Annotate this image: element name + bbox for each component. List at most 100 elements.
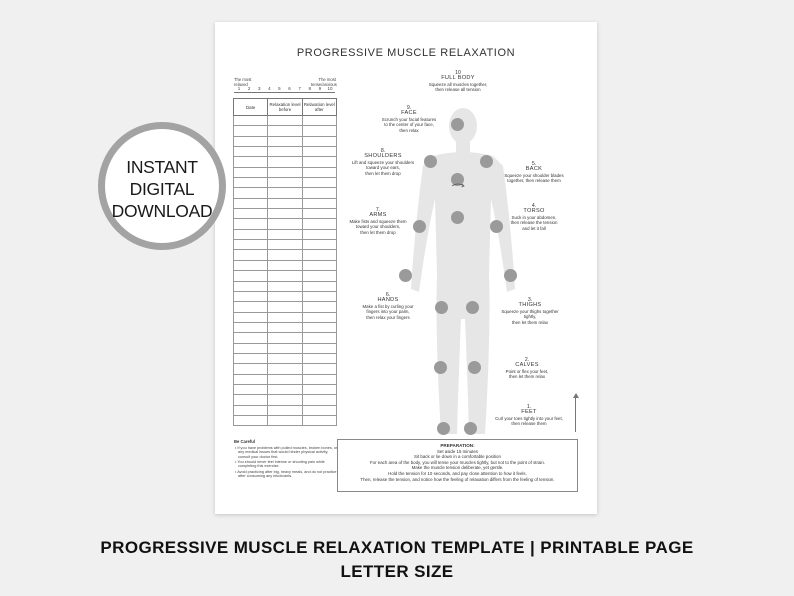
table-cell[interactable] [267,218,303,230]
table-cell[interactable] [232,228,269,241]
table-cell[interactable] [267,228,303,241]
table-cell[interactable] [232,383,269,396]
table-cell[interactable] [232,342,269,354]
table-cell[interactable] [267,394,303,406]
table-cell[interactable] [301,280,338,292]
step-full-body: 10 FULL BODY Squeeze all muscles togethe… [428,70,488,93]
table-cell[interactable] [267,373,303,385]
table-cell[interactable] [232,301,269,313]
table-cell[interactable] [267,125,303,137]
table-cell[interactable] [301,383,338,396]
table-cell[interactable] [232,280,269,292]
table-cell[interactable] [232,156,269,168]
table-cell[interactable] [267,114,303,127]
table-cell[interactable] [232,414,269,427]
table-cell[interactable] [232,239,269,251]
table-cell[interactable] [267,208,303,220]
table-cell[interactable] [301,228,338,241]
table-cell[interactable] [267,146,303,158]
table-cell[interactable] [301,177,338,189]
table-cell[interactable] [267,187,303,199]
table-cell[interactable] [232,197,269,210]
table-cell[interactable] [232,135,269,148]
table-cell[interactable] [232,187,269,199]
table-cell[interactable] [301,332,338,344]
table-cell[interactable] [232,311,269,323]
scale-number: 4 [268,86,271,91]
table-cell[interactable] [301,197,338,210]
table-cell[interactable] [267,352,303,365]
table-cell[interactable] [301,363,338,375]
table-cell[interactable] [301,208,338,220]
table-cell[interactable] [232,394,269,406]
table-cell[interactable] [232,321,269,334]
table-cell[interactable] [267,259,303,272]
table-cell[interactable] [301,321,338,334]
table-cell[interactable] [267,280,303,292]
table-cell[interactable] [301,394,338,406]
table-cell[interactable] [301,156,338,168]
table-cell[interactable] [232,166,269,179]
table-cell[interactable] [301,114,338,127]
table-cell[interactable] [301,414,338,427]
table-cell[interactable] [301,301,338,313]
table-cell[interactable] [301,352,338,365]
table-cell[interactable] [301,239,338,251]
table-cell[interactable] [232,249,269,261]
table-cell[interactable] [232,373,269,385]
table-cell[interactable] [267,270,303,282]
table-row [232,125,338,137]
table-cell[interactable] [232,332,269,344]
table-cell[interactable] [267,383,303,396]
table-cell[interactable] [267,177,303,189]
table-cell[interactable] [301,249,338,261]
table-cell[interactable] [301,404,338,416]
table-cell[interactable] [267,197,303,210]
face-dot [451,118,464,131]
table-cell[interactable] [232,404,269,416]
column-header-after: Relaxation level after [301,98,338,116]
table-cell[interactable] [232,146,269,158]
table-cell[interactable] [232,259,269,272]
table-cell[interactable] [267,135,303,148]
table-cell[interactable] [301,311,338,323]
table-cell[interactable] [301,342,338,354]
table-cell[interactable] [267,239,303,251]
table-cell[interactable] [267,166,303,179]
preparation-line: Make the muscle tension deliberate, yet … [411,465,504,471]
table-cell[interactable] [232,208,269,220]
table-cell[interactable] [232,270,269,282]
table-cell[interactable] [267,404,303,416]
table-cell[interactable] [232,114,269,127]
table-cell[interactable] [232,125,269,137]
table-row [232,239,338,251]
step-feet: 1. FEET Curl your toes tightly into your… [495,404,563,427]
table-cell[interactable] [232,363,269,375]
table-cell[interactable] [267,414,303,427]
table-cell[interactable] [267,249,303,261]
table-cell[interactable] [267,321,303,334]
table-cell[interactable] [301,218,338,230]
table-cell[interactable] [267,332,303,344]
table-cell[interactable] [267,290,303,303]
table-cell[interactable] [301,290,338,303]
table-cell[interactable] [301,259,338,272]
table-cell[interactable] [267,311,303,323]
table-cell[interactable] [301,373,338,385]
table-cell[interactable] [267,363,303,375]
table-cell[interactable] [301,135,338,148]
table-cell[interactable] [267,301,303,313]
table-cell[interactable] [232,290,269,303]
table-cell[interactable] [232,177,269,189]
table-cell[interactable] [301,270,338,282]
table-cell[interactable] [267,156,303,168]
table-cell[interactable] [301,146,338,158]
scale-number: 3 [257,86,261,91]
table-cell[interactable] [232,218,269,230]
table-cell[interactable] [232,352,269,365]
log-table-body [232,114,338,427]
table-cell[interactable] [301,125,338,137]
table-cell[interactable] [267,342,303,354]
table-cell[interactable] [301,187,338,199]
table-cell[interactable] [301,166,338,179]
